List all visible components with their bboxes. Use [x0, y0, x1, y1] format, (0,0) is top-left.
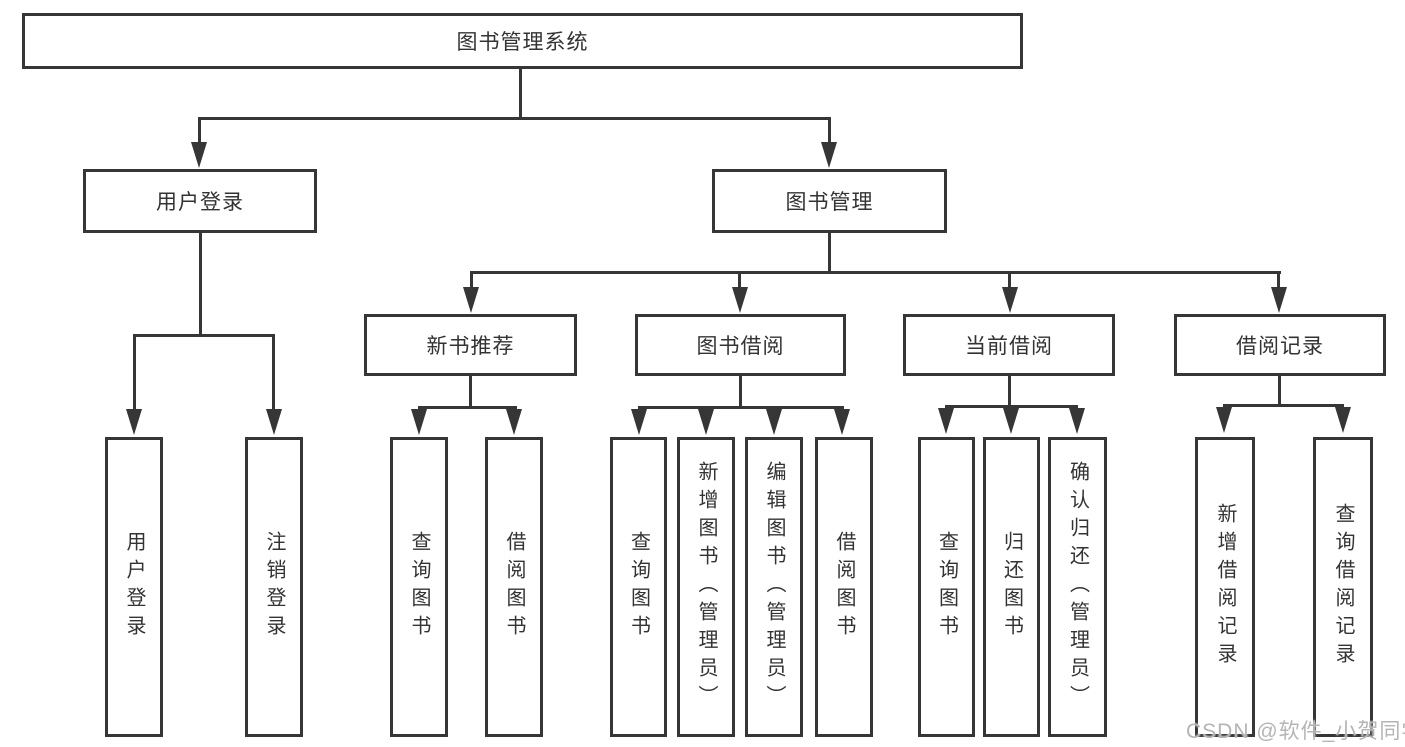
- connector-drop-book-management: [828, 117, 831, 145]
- node-current-borrowing: 当前借阅: [903, 314, 1115, 376]
- leaf-label: 借阅图书: [503, 531, 525, 643]
- arrow-down-icon: [1335, 407, 1351, 433]
- leaf-borrow-books-recommend: 借阅图书: [485, 437, 543, 737]
- node-new-book-recommendation: 新书推荐: [364, 314, 577, 376]
- arrow-down-icon: [766, 409, 782, 435]
- connector-drop-leaf-logout: [272, 334, 275, 410]
- leaf-label: 编辑图书（管理员）: [763, 461, 785, 713]
- connector-drop-borrow-records: [1277, 271, 1280, 288]
- connector-records-stem: [1278, 376, 1281, 406]
- node-book-management: 图书管理: [712, 169, 947, 233]
- connector-user-login-stem: [199, 233, 202, 335]
- connector-book-borrow-stem: [739, 376, 742, 407]
- leaf-add-borrow-record: 新增借阅记录: [1195, 437, 1255, 737]
- leaf-label: 新增图书（管理员）: [695, 461, 717, 713]
- leaf-label: 查询图书: [935, 531, 958, 643]
- arrow-down-icon: [938, 408, 954, 434]
- arrow-down-icon: [631, 409, 647, 435]
- connector-drop-user-login: [198, 117, 201, 145]
- leaf-logout: 注销登录: [245, 437, 303, 737]
- connector-records-horizontal: [1223, 404, 1344, 407]
- arrow-down-icon: [411, 409, 427, 435]
- arrow-down-icon: [732, 287, 748, 313]
- leaf-label: 新增借阅记录: [1214, 503, 1236, 671]
- arrow-down-icon: [834, 409, 850, 435]
- leaf-borrow-books: 借阅图书: [815, 437, 873, 737]
- connector-drop-leaf-user-login: [133, 334, 136, 410]
- leaf-label: 用户登录: [123, 531, 145, 643]
- arrow-down-icon: [463, 287, 479, 313]
- connector-book-management-stem: [828, 233, 831, 272]
- arrow-down-icon: [698, 409, 714, 435]
- connector-drop-new-book: [470, 271, 473, 288]
- csdn-watermark: CSDN @软件_小贺同学: [1186, 720, 1405, 743]
- leaf-query-books-current: 查询图书: [918, 437, 975, 737]
- connector-user-login-horizontal: [133, 334, 275, 337]
- leaf-label: 查询借阅记录: [1332, 503, 1354, 671]
- node-label: 图书管理系统: [456, 31, 589, 54]
- arrow-down-icon: [191, 142, 207, 168]
- connector-drop-current-borrow: [1008, 271, 1011, 288]
- connector-current-borrow-horizontal: [945, 405, 1078, 408]
- connector-new-book-horizontal: [418, 406, 517, 409]
- arrow-down-icon: [1271, 287, 1287, 313]
- arrow-down-icon: [1003, 408, 1019, 434]
- node-label: 用户登录: [156, 191, 244, 214]
- leaf-user-login: 用户登录: [105, 437, 163, 737]
- arrow-down-icon: [1002, 287, 1018, 313]
- leaf-label: 查询图书: [408, 531, 430, 643]
- node-label: 新书推荐: [426, 335, 515, 358]
- node-label: 图书借阅: [696, 335, 785, 358]
- connector-drop-book-borrow: [738, 271, 741, 288]
- node-label: 当前借阅: [965, 335, 1053, 358]
- connector-new-book-stem: [469, 376, 472, 407]
- node-library-management-system: 图书管理系统: [22, 13, 1023, 69]
- node-user-login: 用户登录: [83, 169, 317, 233]
- connector-current-borrow-stem: [1008, 376, 1011, 406]
- leaf-label: 注销登录: [263, 531, 285, 643]
- node-label: 借阅记录: [1236, 335, 1324, 358]
- leaf-label: 查询图书: [627, 531, 650, 643]
- leaf-add-books-admin: 新增图书（管理员）: [677, 437, 735, 737]
- arrow-down-icon: [506, 409, 522, 435]
- leaf-query-borrow-record: 查询借阅记录: [1313, 437, 1373, 737]
- leaf-query-books-recommend: 查询图书: [390, 437, 448, 737]
- arrow-down-icon: [126, 409, 142, 435]
- leaf-label: 借阅图书: [833, 531, 855, 643]
- node-label: 图书管理: [785, 191, 874, 214]
- arrow-down-icon: [821, 142, 837, 168]
- leaf-return-books: 归还图书: [983, 437, 1040, 737]
- leaf-label: 确认归还（管理员）: [1066, 461, 1089, 713]
- leaf-edit-books-admin: 编辑图书（管理员）: [745, 437, 803, 737]
- arrow-down-icon: [1216, 407, 1232, 433]
- connector-root-horizontal: [198, 117, 831, 120]
- leaf-label: 归还图书: [1000, 531, 1023, 643]
- leaf-confirm-return-admin: 确认归还（管理员）: [1048, 437, 1107, 737]
- node-book-borrowing: 图书借阅: [635, 314, 846, 376]
- connector-root-stem: [519, 69, 522, 118]
- arrow-down-icon: [1069, 408, 1085, 434]
- connector-book-management-horizontal: [470, 271, 1281, 274]
- arrow-down-icon: [266, 409, 282, 435]
- connector-book-borrow-horizontal: [638, 406, 844, 409]
- node-borrowing-records: 借阅记录: [1174, 314, 1386, 376]
- leaf-query-books-borrow: 查询图书: [610, 437, 667, 737]
